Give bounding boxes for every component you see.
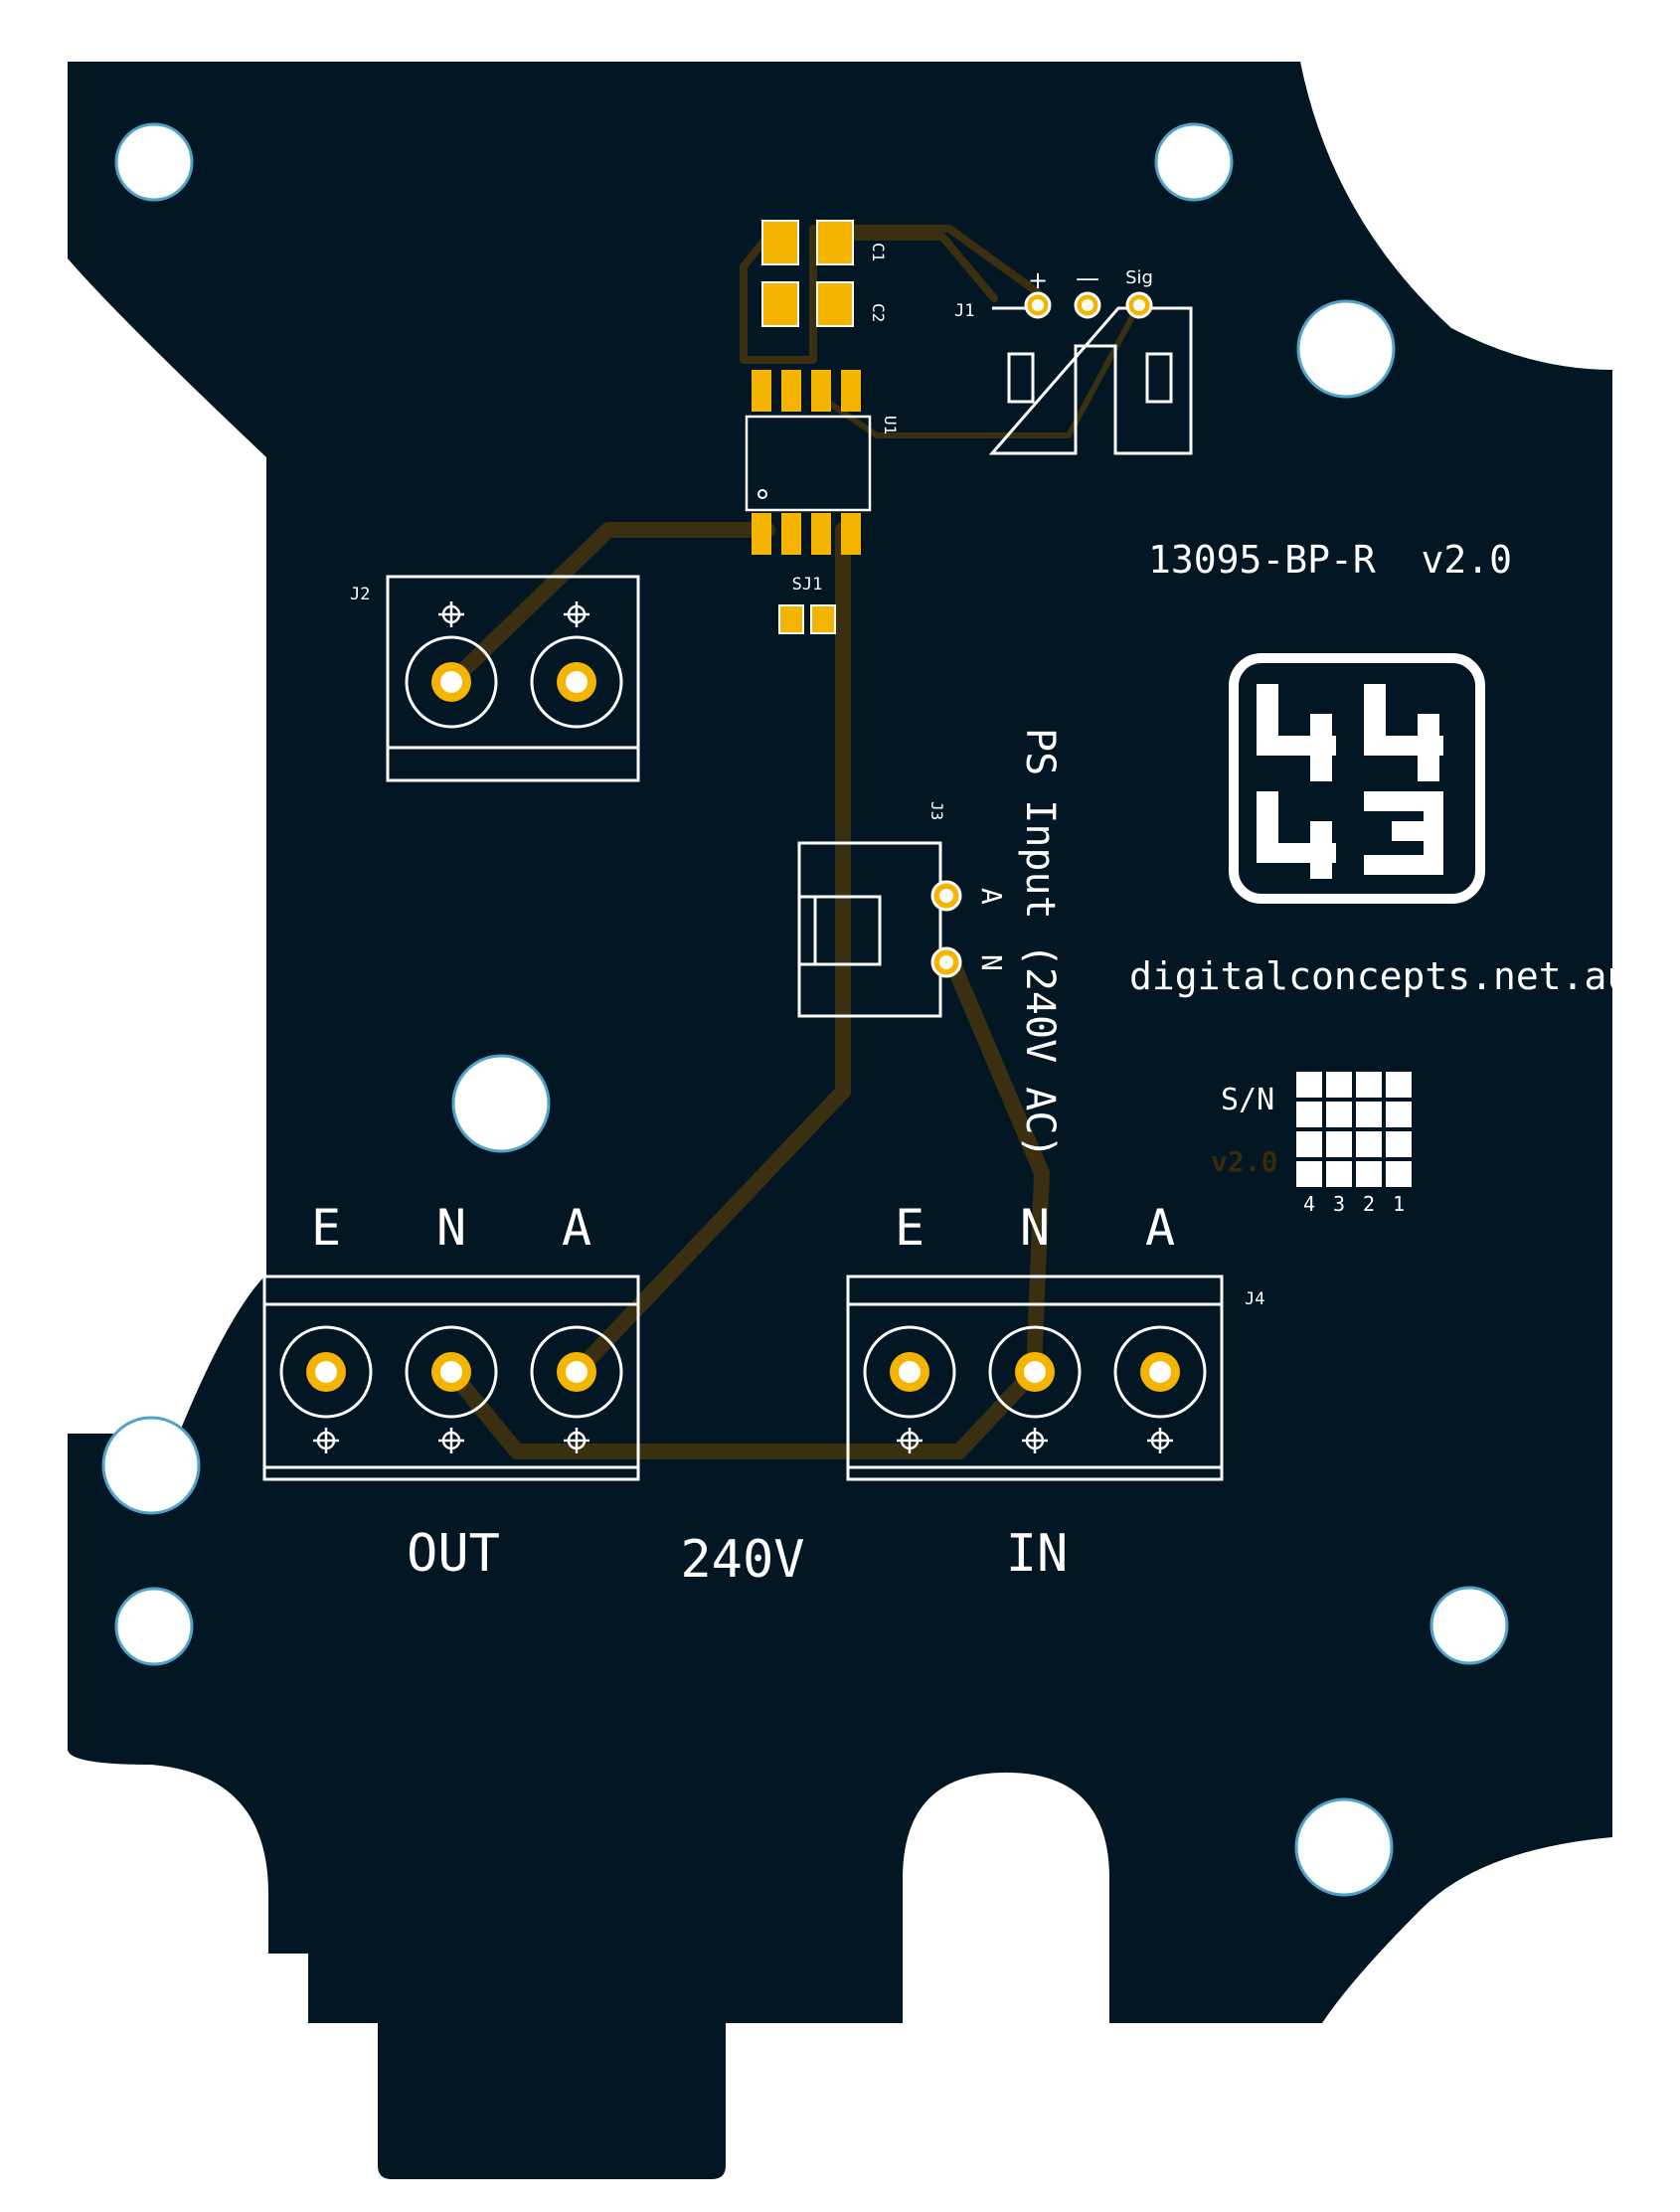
c1-label: C1 bbox=[869, 243, 888, 261]
j3-label: J3 bbox=[927, 801, 946, 820]
board-step-left bbox=[308, 1954, 378, 2023]
website-label: digitalconcepts.net.au bbox=[1129, 954, 1629, 998]
voltage-label: 240V bbox=[680, 1530, 804, 1590]
j1-pin-minus: — bbox=[1076, 264, 1099, 292]
j3-pin-a: A bbox=[975, 888, 1008, 905]
board-tab bbox=[378, 2023, 726, 2179]
serial-label: S/N bbox=[1221, 1083, 1274, 1117]
serial-bit-1: 1 bbox=[1393, 1192, 1405, 1216]
capacitor-c1: C1 bbox=[761, 220, 888, 265]
capacitor-c2: C2 bbox=[761, 281, 888, 327]
copper-traces bbox=[443, 225, 1144, 1459]
serial-bit-4: 4 bbox=[1303, 1192, 1315, 1216]
out-label: OUT bbox=[407, 1524, 500, 1584]
out-pin-n: N bbox=[436, 1199, 466, 1257]
terminal-j5-out: J5 E N A OUT bbox=[221, 1199, 640, 1584]
j2-label: J2 bbox=[350, 585, 370, 604]
ps-input-label: PS Input (240V AC) bbox=[1017, 728, 1063, 1158]
ic-u1: U1 bbox=[745, 370, 900, 555]
serial-bit-3: 3 bbox=[1333, 1192, 1345, 1216]
serial-number-block: S/N v2.0 4 3 2 1 bbox=[1211, 1072, 1412, 1216]
sj1-label: SJ1 bbox=[792, 575, 823, 595]
out-pin-a: A bbox=[562, 1199, 591, 1257]
c2-label: C2 bbox=[869, 303, 888, 322]
connector-j3: J3 A N bbox=[797, 801, 1008, 1018]
connector-j1: J1 + — Sig bbox=[954, 264, 1193, 455]
brand-logo bbox=[1229, 653, 1485, 904]
j1-label: J1 bbox=[954, 301, 974, 321]
terminal-j4-in: J4 E N A IN bbox=[846, 1199, 1264, 1584]
in-pin-a: A bbox=[1145, 1199, 1175, 1257]
terminal-j2: J2 bbox=[350, 575, 640, 782]
j3-pin-n: N bbox=[975, 954, 1008, 971]
in-label: IN bbox=[1006, 1524, 1069, 1584]
solder-jumper-sj1: SJ1 bbox=[778, 575, 836, 634]
serial-bit-2: 2 bbox=[1363, 1192, 1375, 1216]
out-pin-e: E bbox=[311, 1199, 341, 1257]
version-label: v2.0 bbox=[1211, 1145, 1277, 1178]
j4-label: J4 bbox=[1245, 1289, 1264, 1309]
j1-pin-sig: Sig bbox=[1125, 267, 1153, 288]
board-notch bbox=[903, 1773, 1109, 2023]
mounting-holes bbox=[101, 122, 1509, 1897]
u1-label: U1 bbox=[881, 416, 900, 434]
j1-pin-plus: + bbox=[1028, 266, 1048, 294]
j5-label: J5 bbox=[221, 1289, 241, 1309]
part-number: 13095-BP-R v2.0 bbox=[1148, 538, 1512, 582]
in-pin-n: N bbox=[1020, 1199, 1050, 1257]
in-pin-e: E bbox=[895, 1199, 924, 1257]
